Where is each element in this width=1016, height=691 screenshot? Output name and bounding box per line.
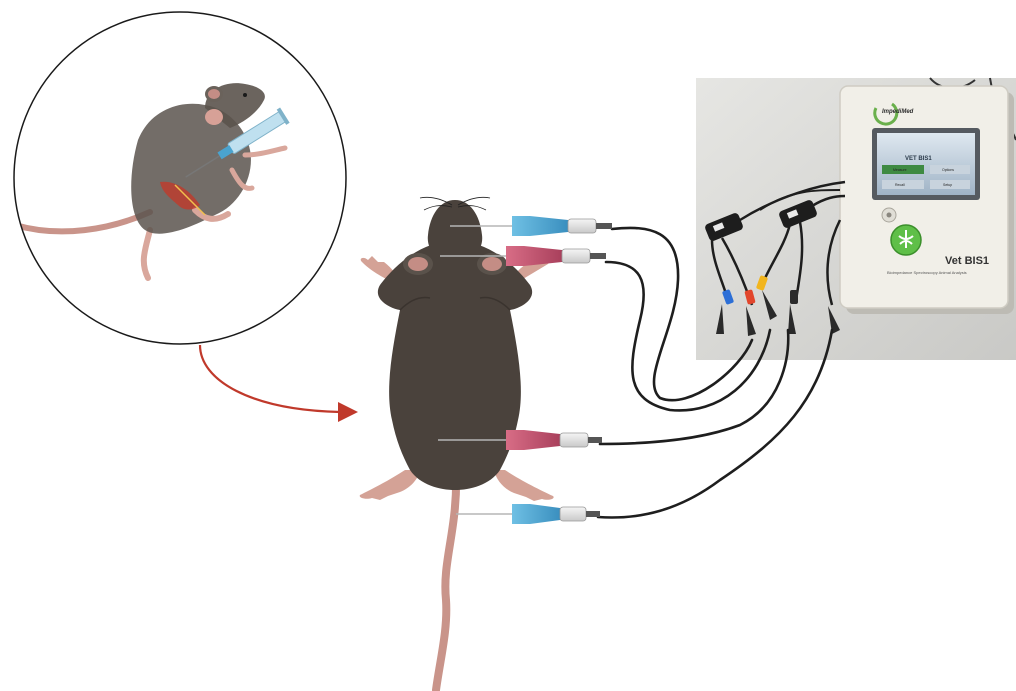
clip-band-black	[790, 290, 798, 304]
screen-button-label: Options	[942, 168, 954, 172]
screen-button-label: Recall	[895, 183, 905, 187]
device-name: Vet BIS1	[945, 255, 989, 267]
brand-name: ImpediMed	[882, 109, 914, 115]
injection-inset	[14, 12, 346, 344]
mouse-tail	[436, 470, 456, 690]
mouse-body	[378, 240, 532, 490]
red-arrow-icon	[200, 345, 358, 422]
device-subtitle: Bioimpedance Spectroscopy Animal Analysi…	[887, 270, 967, 275]
mouse-hind-foot-left	[360, 470, 420, 500]
screen-button-label: Setup	[943, 183, 952, 187]
mouse-head	[428, 200, 482, 262]
screen-button-label: Measure	[893, 168, 907, 172]
mouse-hind-foot-right	[494, 470, 554, 501]
vet-bis1-device: ImpediMed VET BIS1 Measure Options Recal…	[840, 86, 1014, 314]
device-photo: ImpediMed VET BIS1 Measure Options Recal…	[696, 78, 1016, 360]
screen-title: VET BIS1	[905, 156, 932, 162]
needle-blue-tail	[456, 504, 600, 524]
